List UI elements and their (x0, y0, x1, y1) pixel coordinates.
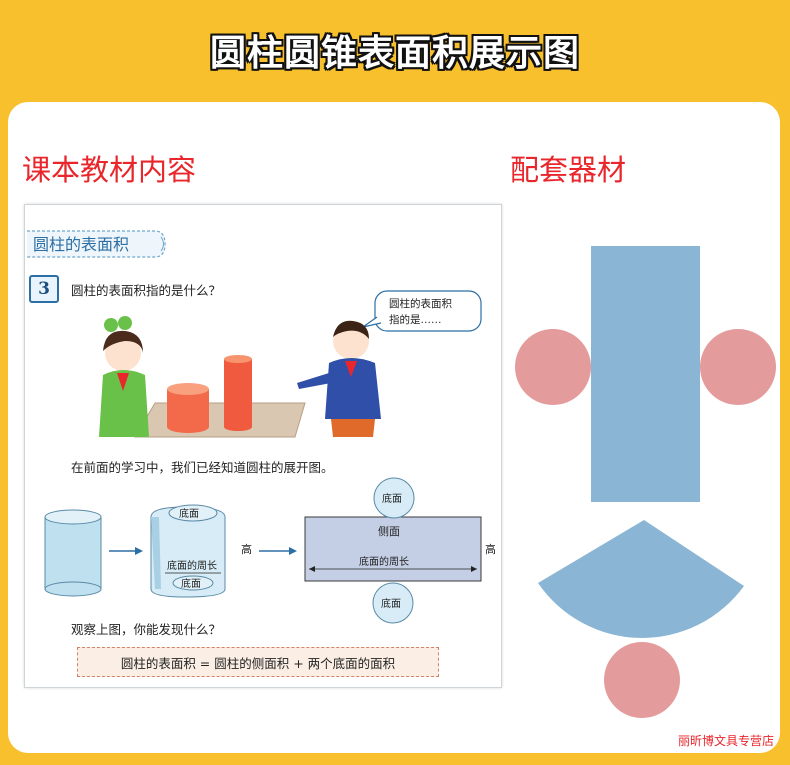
children-illustration (99, 316, 381, 438)
label-base-top-flat: 底面 (382, 492, 402, 505)
net-top-base-circle: 底面 (373, 477, 415, 519)
label-lateral: 侧面 (378, 525, 400, 538)
prior-knowledge-text: 在前面的学习中，我们已经知道圆柱的展开图。 (71, 460, 334, 475)
example-number-badge: 3 (29, 275, 59, 303)
label-base-bottom-flat: 底面 (381, 597, 401, 610)
section-title-textbook: 课本教材内容 (22, 153, 197, 187)
label-circumference-rolled: 底面的周长 (167, 559, 217, 572)
cylinder-base-left (515, 329, 591, 405)
label-circumference-flat: 底面的周长 (359, 555, 409, 568)
cylinder-lateral-rect (591, 246, 700, 502)
lesson-title: 圆柱的表面积 (33, 235, 129, 254)
label-base-top-rolled: 底面 (179, 507, 199, 520)
textbook-page: 圆柱的表面积 3 圆柱的表面积指的是什么？ 圆柱的表面积 指的是…… (24, 204, 502, 688)
label-base-bottom-rolled: 底面 (181, 577, 201, 590)
speech-bubble: 圆柱的表面积 指的是…… (362, 290, 482, 332)
lesson-title-tag: 圆柱的表面积 (27, 230, 166, 258)
cylinder-net-diagram: 底面 底面的周长 底面 高 侧面 底面的周长 高 底面 (44, 504, 495, 624)
cylinder-base-right (700, 329, 776, 405)
section-title-equipment: 配套器材 (510, 153, 627, 187)
store-watermark: 丽昕博文具专营店 (677, 734, 774, 748)
speech-bubble-line1: 圆柱的表面积 (389, 297, 452, 310)
cone-lateral-sector (538, 520, 744, 638)
label-height-flat: 高 (485, 542, 495, 556)
equipment-nets (515, 246, 776, 718)
observe-text: 观察上图，你能发现什么？ (71, 622, 222, 637)
header-banner: 圆柱圆锥表面积展示图 (0, 0, 790, 100)
cone-base-circle (604, 642, 680, 718)
speech-bubble-line2: 指的是…… (389, 313, 442, 326)
label-height-rolled: 高 (241, 542, 252, 556)
formula-box: 圆柱的表面积 = 圆柱的侧面积 + 两个底面的面积 (77, 647, 439, 677)
question-text: 圆柱的表面积指的是什么？ (71, 283, 222, 298)
page-title: 圆柱圆锥表面积展示图 (209, 33, 580, 74)
